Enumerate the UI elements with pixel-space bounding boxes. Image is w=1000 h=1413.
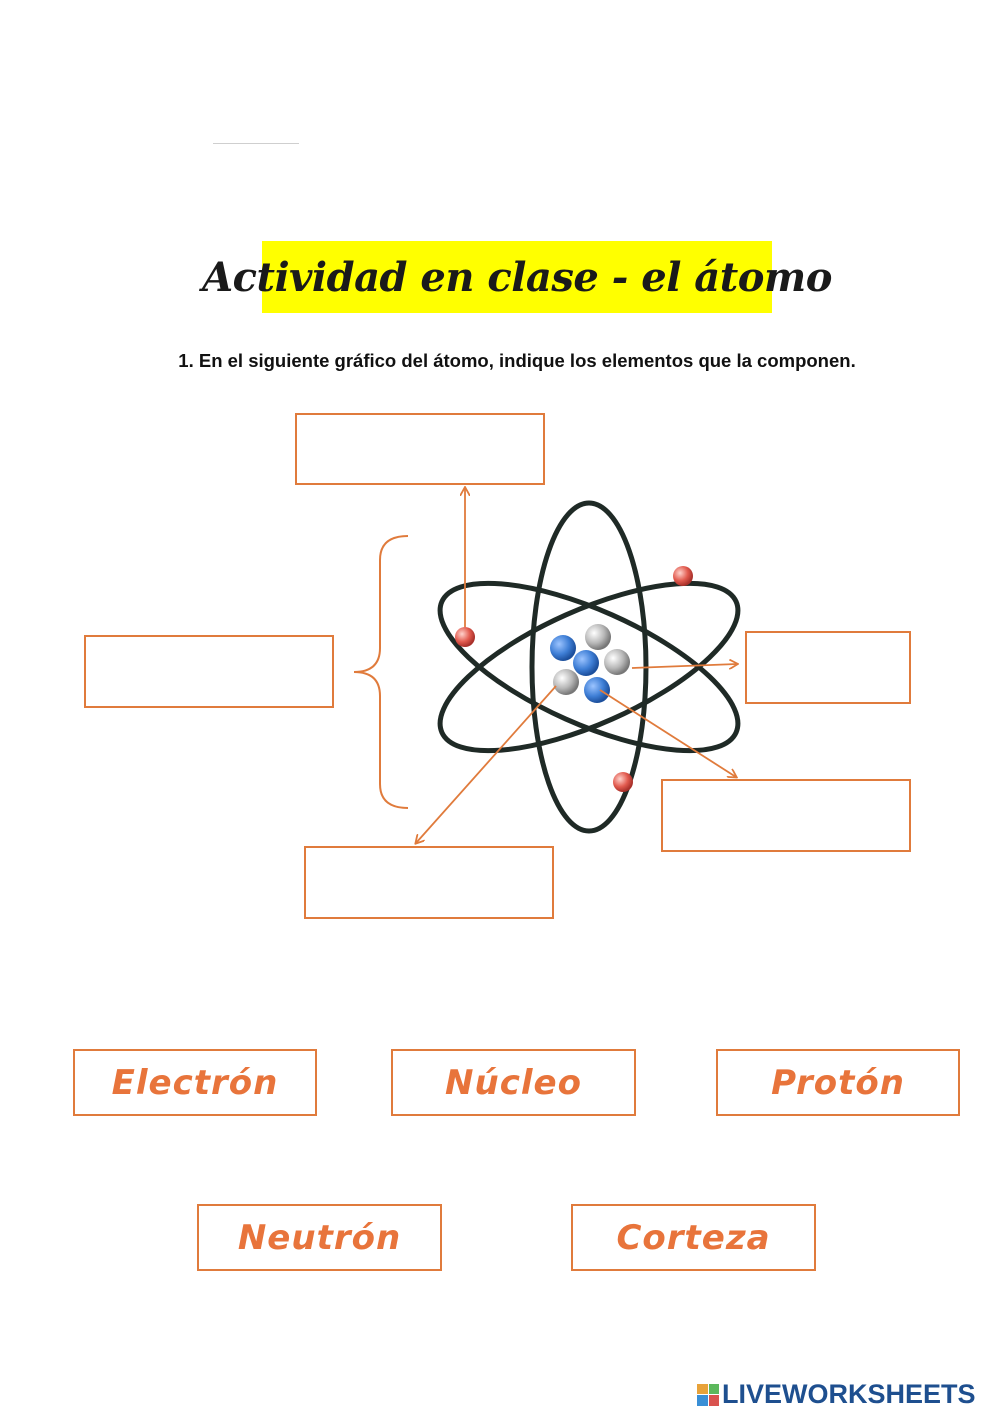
word-card-nucleo[interactable]: Núcleo	[391, 1049, 636, 1116]
liveworksheets-icon	[697, 1383, 719, 1406]
word-label: Núcleo	[445, 1062, 582, 1103]
answer-box-bottom[interactable]	[304, 846, 554, 919]
electron	[455, 627, 475, 647]
answer-box-right[interactable]	[745, 631, 911, 704]
word-label: Electrón	[111, 1062, 279, 1103]
orbit-diagonal-b	[437, 580, 741, 754]
word-card-proton[interactable]: Protón	[716, 1049, 960, 1116]
neutron	[604, 649, 630, 675]
question-text: 1. En el siguiente gráfico del átomo, in…	[178, 350, 856, 371]
electron	[613, 772, 633, 792]
word-card-corteza[interactable]: Corteza	[571, 1204, 816, 1271]
page-title: Actividad en clase - el átomo	[202, 253, 832, 301]
arrow-to-bottom-box	[416, 685, 557, 843]
neutron	[585, 624, 611, 650]
electron	[673, 566, 693, 586]
word-label: Protón	[771, 1062, 905, 1103]
arrow-to-lower-right-box	[599, 689, 736, 777]
arrows	[416, 488, 737, 843]
orbit-diagonal-a	[437, 580, 741, 754]
proton	[584, 677, 610, 703]
brand-name: LIVEWORKSHEETS	[722, 1379, 976, 1409]
brace-bracket	[353, 535, 409, 809]
brand-logo: LIVEWORKSHEETS	[697, 1379, 976, 1410]
word-label: Corteza	[616, 1217, 771, 1258]
word-label: Neutrón	[237, 1217, 402, 1258]
title-highlight: Actividad en clase - el átomo	[202, 241, 832, 313]
proton	[573, 650, 599, 676]
nucleus	[550, 624, 630, 703]
top-rule	[213, 143, 299, 144]
proton	[550, 635, 576, 661]
answer-box-left[interactable]	[84, 635, 334, 708]
word-card-neutron[interactable]: Neutrón	[197, 1204, 442, 1271]
arrow-to-right-box	[631, 664, 737, 668]
word-card-electron[interactable]: Electrón	[73, 1049, 317, 1116]
electrons	[455, 566, 693, 792]
neutron	[553, 669, 579, 695]
answer-box-top[interactable]	[295, 413, 545, 485]
answer-box-lower-right[interactable]	[661, 779, 911, 852]
